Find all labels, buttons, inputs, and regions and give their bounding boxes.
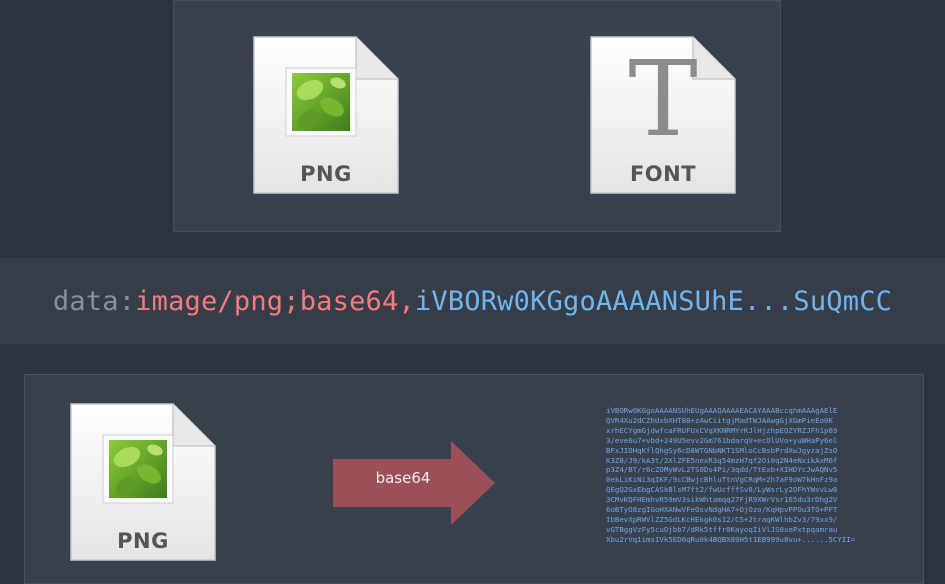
base64-output-line: IbBevXpRWVlZZ5GdLKcHEkgk0s12/C5+2traqKWl…	[606, 514, 838, 524]
base64-output-line: K3Z8/J9/kA3t/2XlZFE5nexR3q54mzH7qf2Oi0q2…	[606, 455, 838, 465]
base64-output-line: QEgQ2GxEbgCASkBlsM7ft2/fwUcfffSv8/LyWsrL…	[606, 485, 838, 495]
font-file-label: FONT	[629, 162, 697, 186]
source-png-file-label: PNG	[117, 529, 169, 553]
base64-output-line: 6oBTyO8zgIGoHXANwVFeOsvNdgHA7+OjOzo/KqHp…	[606, 505, 838, 515]
base64-output-line: xrhECYgmGjdwfcaFRUFUxCVqXKNRMYrKJlHjzhpE…	[606, 425, 838, 435]
base64-output-line: p3Z4/BT/r6cZOMyWvL2TS0Ds4Pi/3qdd/TtExb+X…	[606, 465, 838, 475]
uri-scheme: data:	[52, 285, 136, 317]
png-file-label: PNG	[300, 162, 352, 186]
uri-base64-data: iVBORw0KGgoAAAANSUhE...SuQmCC	[414, 285, 893, 317]
uri-mime-type: image/png;base64,	[135, 285, 415, 317]
base64-output-line: Xbu2rVq1imsIVk5ED0qRu0k4BQBX89H5t1EB999u…	[606, 534, 856, 544]
arrow-label: base64	[375, 469, 431, 487]
base64-output-line: 0ekLiKiNi3qIKF/9cCBwjcBhluTtnVgCRqM+2h7a…	[606, 475, 838, 485]
data-uri-text: data:image/png;base64,iVBORw0KGgoAAAANSU…	[0, 258, 945, 344]
data-uri-band	[0, 258, 945, 344]
base64-output-text: iVBORw0KGgoAAAANSUhEUgAAAQAAAAEACAYAAABc…	[606, 406, 896, 545]
font-glyph: T	[628, 38, 698, 160]
base64-output-line: QVR4Xu2dCZhUxbXHT88+zAwCiitgjMadTWJAAwgG…	[606, 415, 833, 425]
png-file-icon: PNG	[252, 35, 400, 195]
source-png-file-icon: PNG	[69, 402, 217, 562]
base64-output-line: 3/eve6u7+vbd+249U5evv2Gm761bdarqV+ecOlUV…	[606, 435, 838, 445]
base64-output-line: vGTBggVzFy5cuOjbb7/dRk5tffr0KayoqIiVlJS0…	[606, 524, 838, 534]
base64-output-line: BFxJIOHqKflQhgSy6cD8WTGNbNKT1SMloCcBsbPr…	[606, 445, 838, 455]
base64-output-line: 3CMvKQFHEmhvR59mV3sikWhtamqq27FjR9XWrVsr…	[606, 495, 838, 505]
font-file-icon: T FONT	[589, 35, 737, 195]
base64-output-line: iVBORw0KGgoAAAANSUhEUgAAAQAAAAEACAYAAABc…	[606, 406, 838, 415]
base64-arrow-icon	[333, 441, 495, 525]
